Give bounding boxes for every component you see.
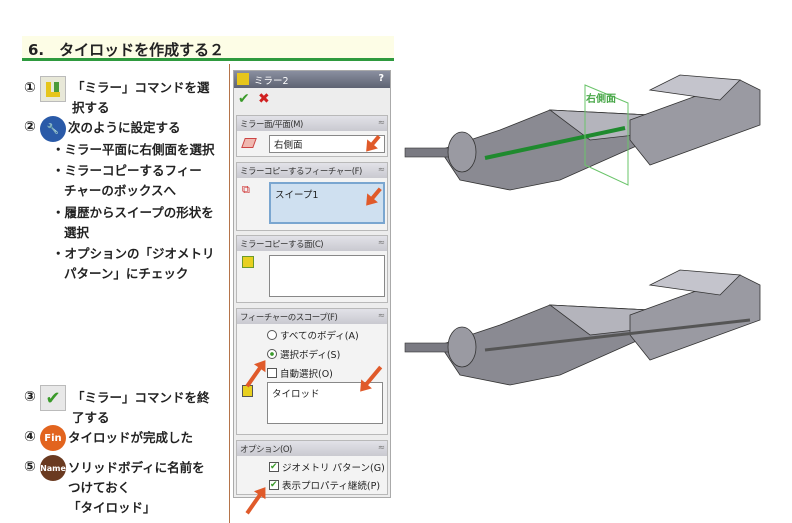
geometry-pattern-checkbox[interactable]: ✔ジオメトリ パターン(G) <box>269 462 385 474</box>
all-bodies-radio[interactable]: すべてのボディ(A) <box>267 328 359 342</box>
step-text: 次のように設定する <box>68 120 181 135</box>
step-number: ① <box>24 80 36 96</box>
plane-icon <box>241 138 257 148</box>
step-text: タイロッドが完成した <box>68 430 194 445</box>
step-number: ② <box>24 119 36 135</box>
step-text: 「ミラー」コマンドを選択する <box>72 80 210 115</box>
auto-select-checkbox[interactable]: 自動選択(O) <box>267 366 333 380</box>
sweep-rod <box>484 126 626 160</box>
mirror-icon <box>40 76 66 102</box>
section-header[interactable]: ミラー面/平面(M)≈ <box>237 116 387 131</box>
model-view-before: 右側面 <box>404 74 761 191</box>
tie-rod <box>484 318 751 352</box>
faces-list[interactable] <box>269 255 385 297</box>
right-plane <box>584 84 629 186</box>
panel-title: ミラー2 <box>254 76 289 87</box>
step-text: 「ミラー」コマンドを終了する <box>72 390 210 425</box>
fin-icon: Fin <box>40 425 66 451</box>
section-header[interactable]: ミラーコピーするフィーチャー(F)≈ <box>237 163 387 178</box>
name-icon: Name <box>40 455 66 481</box>
section-header[interactable]: ミラーコピーする面(C)≈ <box>237 236 387 251</box>
step-text: ソリッドボディに名前をつけておく「タイロッド」 <box>68 460 205 515</box>
features-icon: ⧉ <box>242 183 250 196</box>
faces-section: ミラーコピーする面(C)≈ <box>236 235 388 303</box>
propagate-visual-checkbox[interactable]: ✔表示プロパティ継続(P) <box>269 480 381 492</box>
section-header[interactable]: フィーチャーのスコープ(F)≈ <box>237 309 387 324</box>
section-header[interactable]: オプション(O)≈ <box>237 441 387 456</box>
face-icon <box>242 256 254 268</box>
model-view-after <box>404 269 761 386</box>
mirror-icon <box>237 73 249 85</box>
mirror-plane-section: ミラー面/平面(M)≈ 右側面 <box>236 115 388 157</box>
bullet-item: ・ミラーコピーするフィーチャーのボックスへ <box>52 163 202 198</box>
mirror-plane-field[interactable]: 右側面 <box>269 135 385 153</box>
checkmark-icon: ✔ <box>40 385 66 411</box>
section-title: 6. タイロッドを作成する２ <box>22 36 394 61</box>
plane-label: 右側面 <box>585 92 616 105</box>
mirror-property-panel: ミラー2 ? ✔ ✖ ミラー面/平面(M)≈ 右側面 ミラーコピーするフィーチャ… <box>233 70 391 515</box>
panel-title-bar: ミラー2 ? <box>234 71 390 88</box>
wrench-icon: 🔧 <box>40 116 66 142</box>
bullet-item: ・オプションの「ジオメトリパターン」にチェック <box>52 246 215 281</box>
column-divider <box>229 64 230 523</box>
bullet-item: ・ミラー平面に右側面を選択 <box>52 142 215 157</box>
help-button[interactable]: ? <box>378 73 384 84</box>
step-number: ③ <box>24 389 36 405</box>
ok-button[interactable]: ✔ <box>238 91 250 107</box>
step-number: ④ <box>24 429 36 445</box>
selected-bodies-radio[interactable]: 選択ボディ(S) <box>267 347 340 361</box>
step-number: ⑤ <box>24 459 36 475</box>
cancel-button[interactable]: ✖ <box>258 91 270 107</box>
bullet-item: ・履歴からスイープの形状を選択 <box>52 205 214 240</box>
